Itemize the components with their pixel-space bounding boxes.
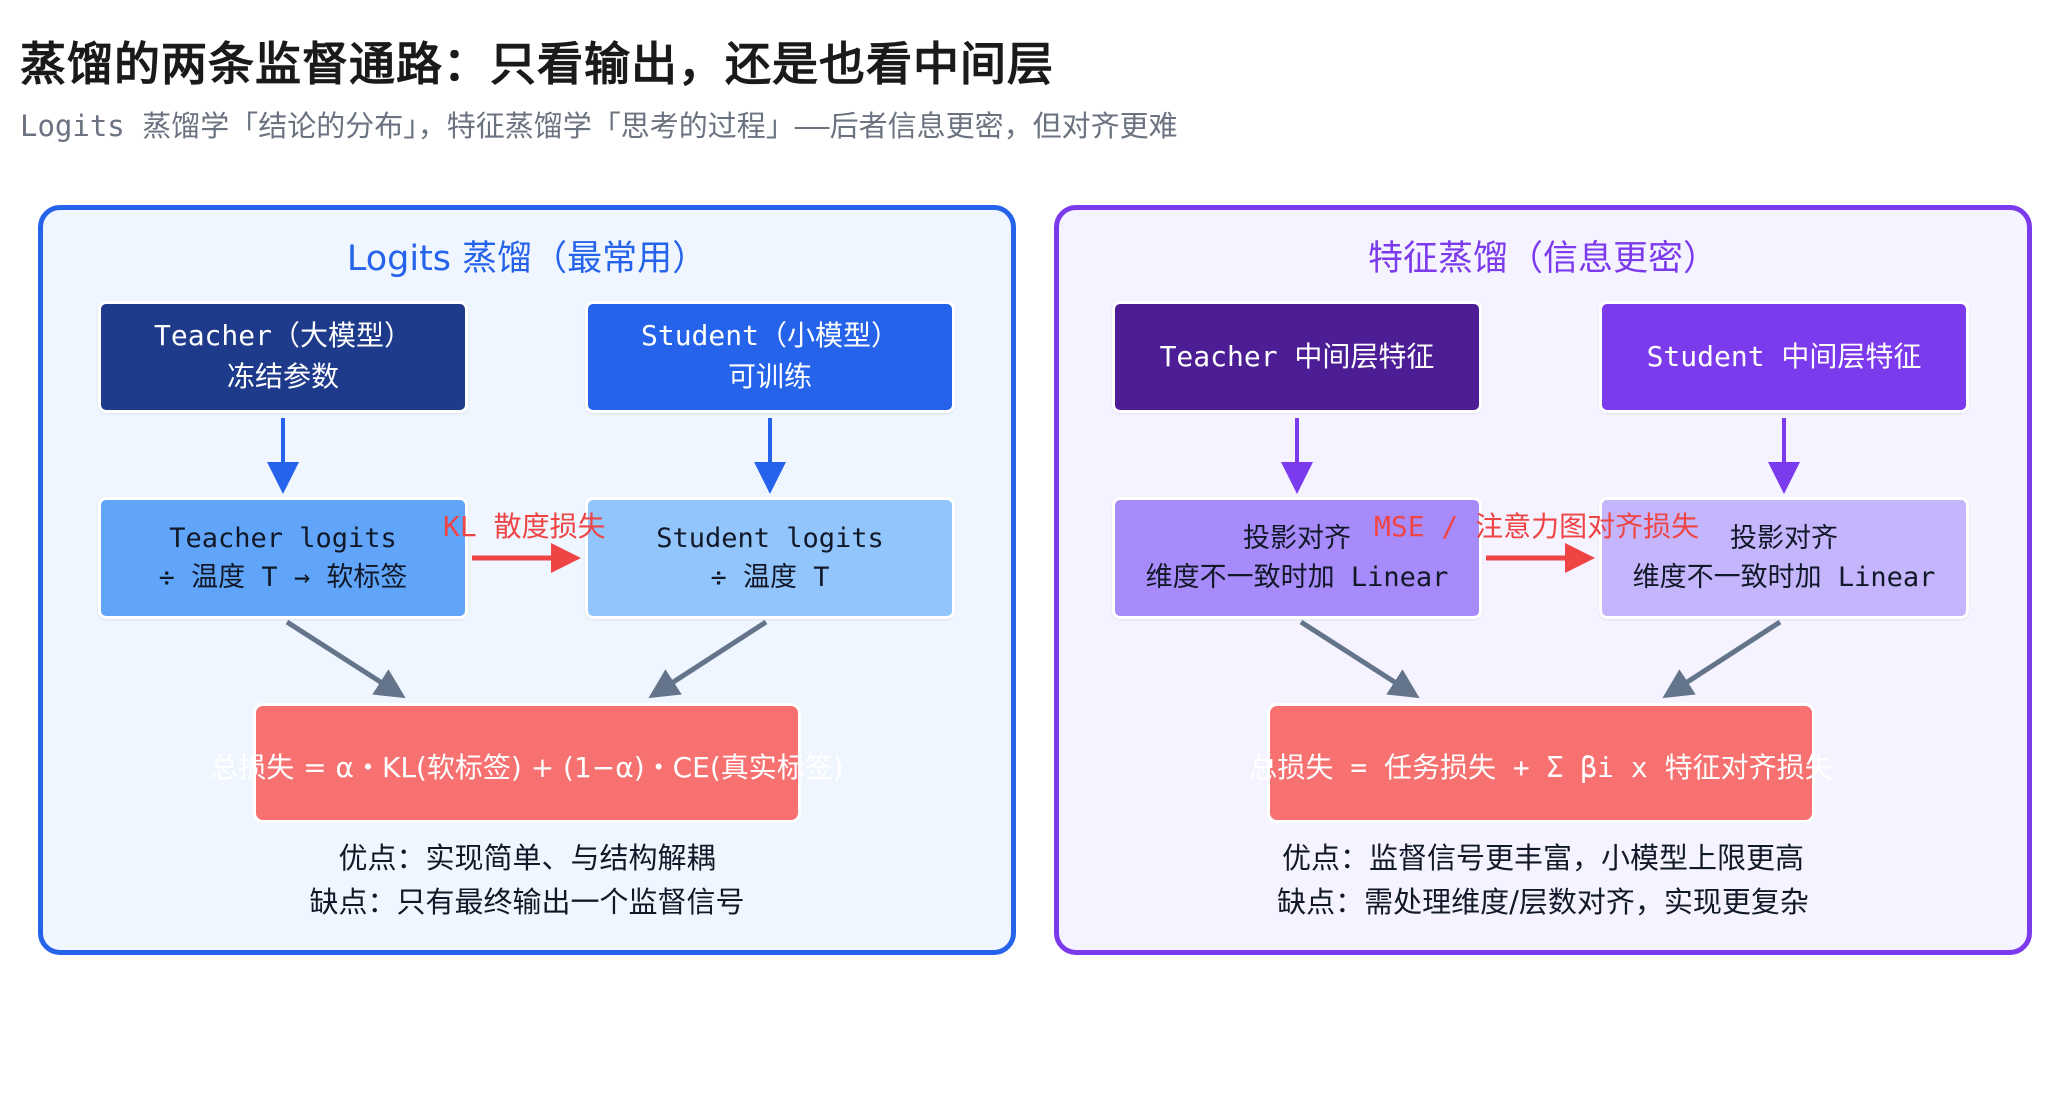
student-projection-node: 投影对齐 维度不一致时加 Linear — [1599, 497, 1969, 619]
teacher-logits-node: Teacher logits ÷ 温度 T → 软标签 — [98, 497, 468, 619]
align-loss-label: MSE / 注意力图对齐损失 — [1374, 510, 1700, 543]
right-pros: 优点：监督信号更丰富，小模型上限更高 — [1281, 841, 1804, 875]
student-feature-line1: Student 中间层特征 — [1646, 339, 1922, 373]
student-projection-line2: 维度不一致时加 Linear — [1632, 562, 1936, 593]
teacher-projection-line2: 维度不一致时加 Linear — [1145, 562, 1449, 593]
student-model-node: Student（小模型） 可训练 — [585, 301, 955, 413]
student-model-line2: 可训练 — [727, 360, 812, 393]
teacher-model-node: Teacher（大模型） 冻结参数 — [98, 301, 468, 413]
teacher-logits-line2: ÷ 温度 T → 软标签 — [158, 562, 408, 593]
teacher-logits-line1: Teacher logits — [169, 522, 397, 554]
right-panel-title: 特征蒸馏（信息更密） — [1367, 239, 1718, 279]
teacher-model-line2: 冻结参数 — [226, 360, 339, 393]
student-logits-line2: ÷ 温度 T — [710, 562, 830, 593]
student-logits-line1: Student logits — [656, 522, 884, 554]
left-pros: 优点：实现简单、与结构解耦 — [338, 841, 716, 875]
teacher-feature-line1: Teacher 中间层特征 — [1159, 339, 1435, 373]
teacher-projection-node: 投影对齐 维度不一致时加 Linear — [1112, 497, 1482, 619]
left-total-loss-formula: 总损失 = α・KL(软标签) + (1−α)・CE(真实标签) — [210, 751, 844, 784]
student-feature-node: Student 中间层特征 — [1599, 301, 1969, 413]
teacher-feature-node: Teacher 中间层特征 — [1112, 301, 1482, 413]
right-cons: 缺点：需处理维度/层数对齐，实现更复杂 — [1277, 885, 1809, 919]
left-total-loss-node — [253, 703, 801, 823]
right-total-loss-formula: 总损失 = 任务损失 + Σ βi x 特征对齐损失 — [1249, 751, 1833, 784]
teacher-model-line1: Teacher（大模型） — [153, 319, 412, 353]
left-panel-title: Logits 蒸馏（最常用） — [346, 239, 708, 279]
kl-loss-label: KL 散度损失 — [443, 510, 606, 543]
left-cons: 缺点：只有最终输出一个监督信号 — [309, 885, 745, 919]
teacher-projection-line1: 投影对齐 — [1243, 522, 1351, 554]
page-subtitle: Logits 蒸馏学「结论的分布」，特征蒸馏学「思考的过程」——后者信息更密，但… — [20, 109, 1178, 143]
student-logits-node: Student logits ÷ 温度 T — [585, 497, 955, 619]
right-total-loss-node — [1267, 703, 1815, 823]
page-title: 蒸馏的两条监督通路：只看输出，还是也看中间层 — [20, 37, 1054, 91]
student-model-line1: Student（小模型） — [640, 319, 899, 353]
student-projection-line1: 投影对齐 — [1730, 522, 1838, 554]
